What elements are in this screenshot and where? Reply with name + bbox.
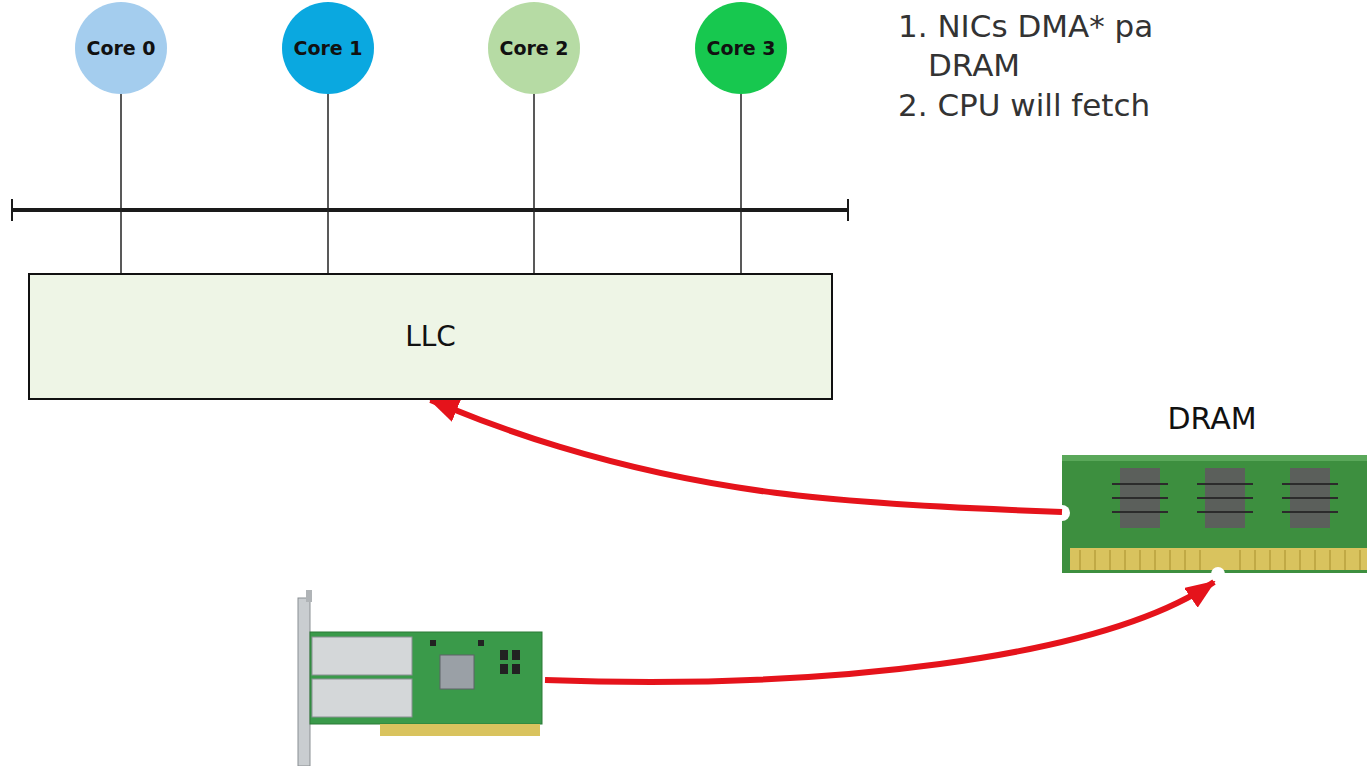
- core-name: Core 1: [293, 37, 362, 59]
- dma-arrow: [545, 582, 1214, 682]
- core-name: Core 0: [86, 37, 155, 59]
- bus-wire: [533, 94, 535, 273]
- fetch-arrow: [431, 400, 1063, 512]
- bus-wire: [740, 94, 742, 273]
- memory-module: DRAM: [1062, 395, 1362, 575]
- note-text: DRAM: [928, 47, 1020, 84]
- core-circle: Core 0: [75, 2, 167, 94]
- memory-name: DRAM: [1167, 395, 1256, 436]
- cache-box: LLC: [28, 273, 833, 400]
- core-name: Core 3: [706, 37, 775, 59]
- cache-name: LLC: [405, 320, 456, 353]
- core-circle: Core 1: [282, 2, 374, 94]
- memory-stick: [1054, 455, 1367, 581]
- bus-wire: [327, 94, 329, 273]
- note-text: 1. NICs DMA* pa: [898, 8, 1153, 45]
- note-text: 2. CPU will fetch: [898, 87, 1150, 124]
- core-circle: Core 2: [488, 2, 580, 94]
- core-name: Core 2: [499, 37, 568, 59]
- bus-wire: [120, 94, 122, 273]
- nic-card: [298, 590, 542, 766]
- core-circle: Core 3: [695, 2, 787, 94]
- bus-line: [12, 199, 848, 221]
